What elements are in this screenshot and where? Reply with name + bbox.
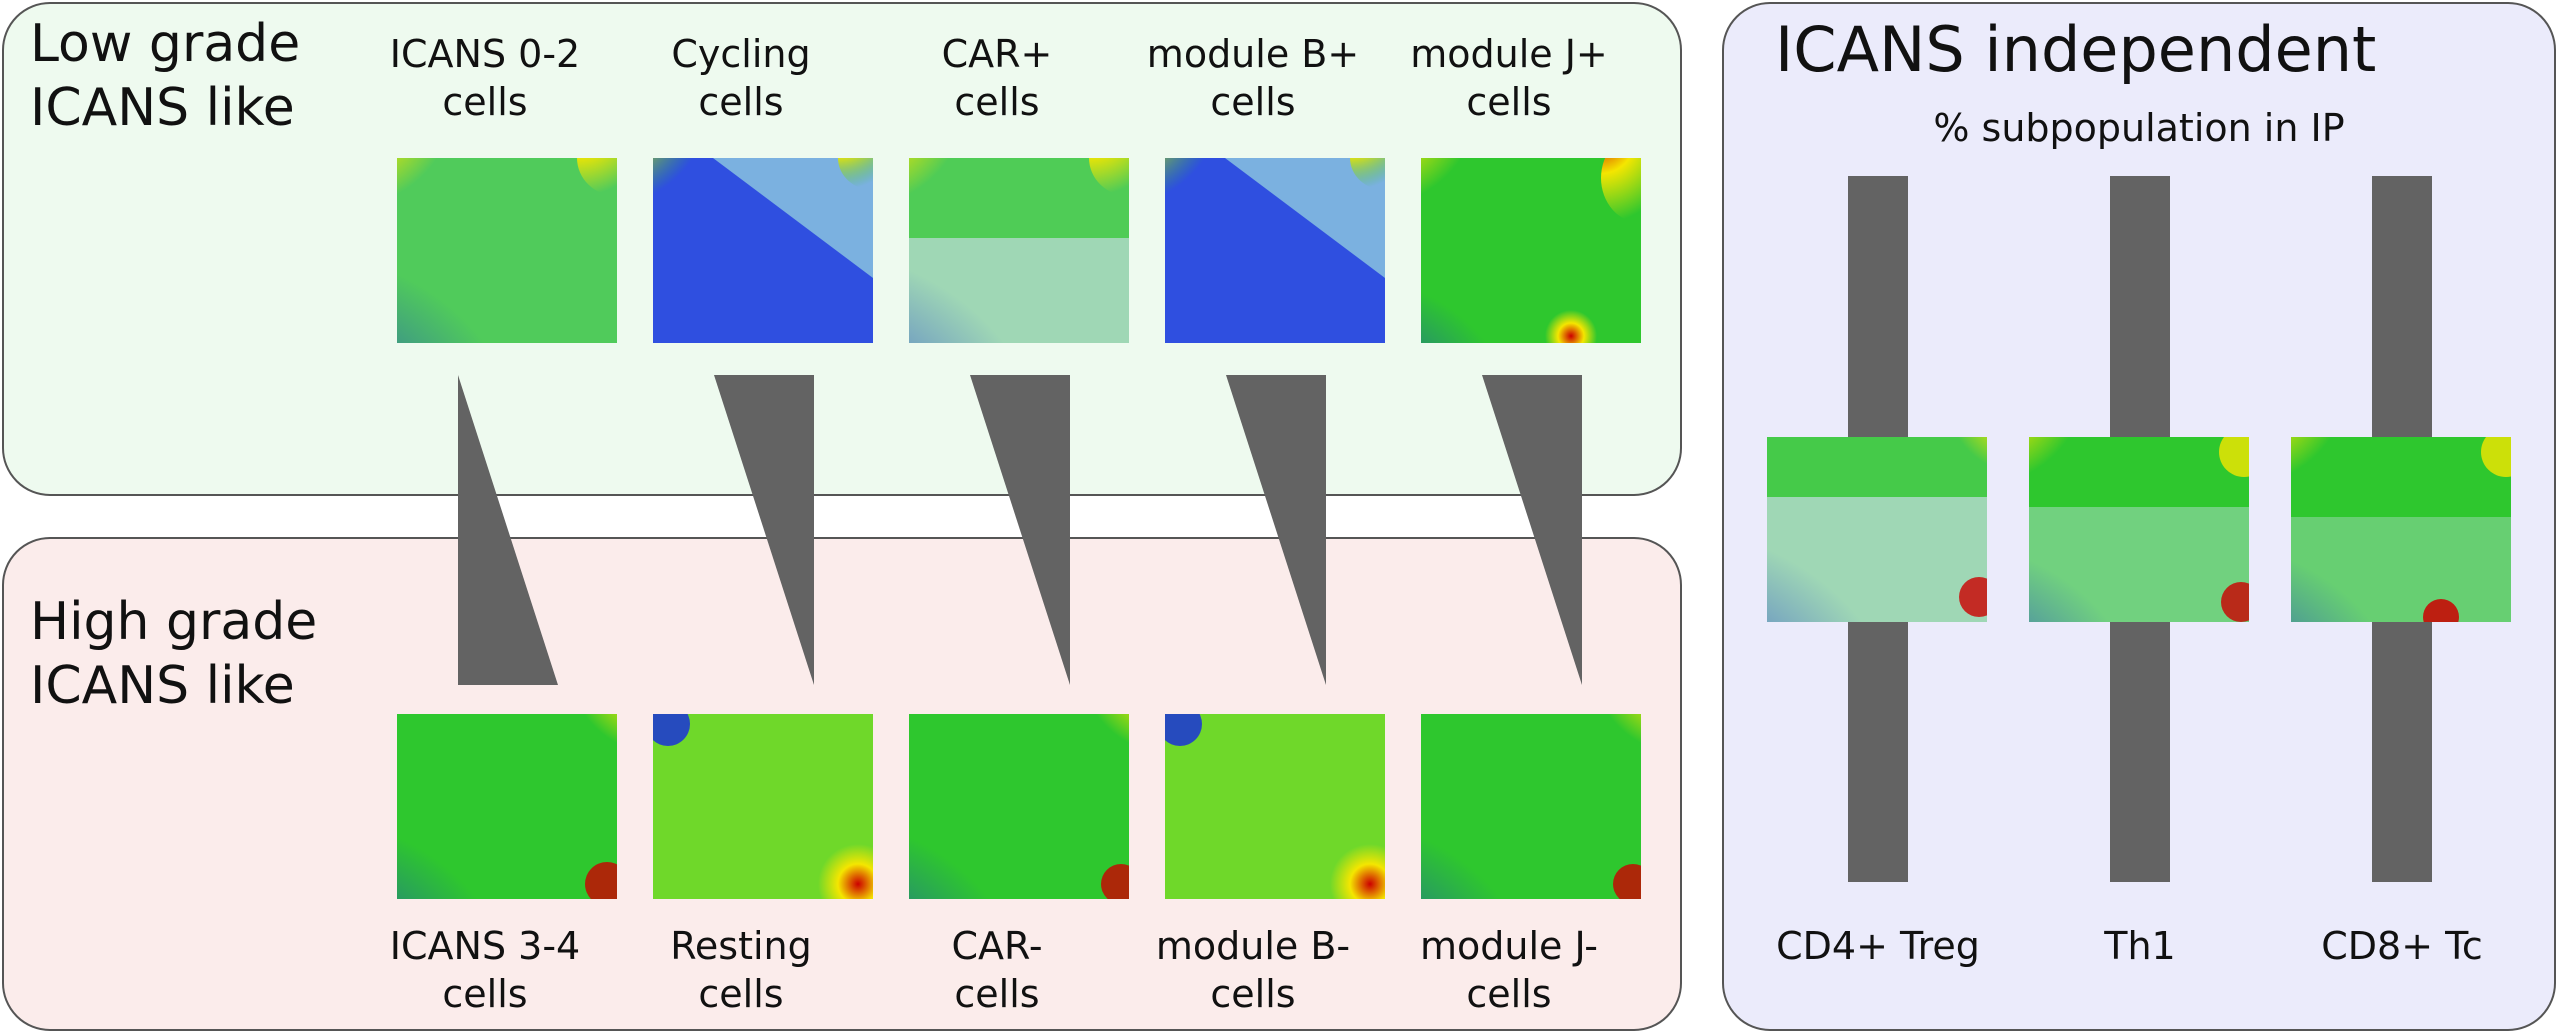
triangle-wedge-5 <box>1482 375 1582 685</box>
heatmap-tile <box>2291 437 2511 622</box>
triangle-wedge-2 <box>714 375 814 685</box>
heatmap-tile <box>1165 158 1385 343</box>
heatmap-tile <box>653 714 873 899</box>
bottom-label-4: module B- cells <box>1155 924 1351 1016</box>
heatmap-tile <box>1165 714 1385 899</box>
heatmap-tile <box>397 158 617 343</box>
heatmap-tile <box>909 714 1129 899</box>
bottom-label-3: CAR- cells <box>951 924 1043 1016</box>
top-label-2: Cycling cells <box>671 32 811 124</box>
heatmap-tile <box>1421 714 1641 899</box>
triangle-wedge-1 <box>458 375 558 685</box>
triangle-wedge-3 <box>970 375 1070 685</box>
heatmap-tile <box>653 158 873 343</box>
heatmap-tile <box>2029 437 2249 622</box>
ind-label-cd8-tc: CD8+ Tc <box>2321 924 2483 968</box>
bottom-label-2: Resting cells <box>670 924 812 1016</box>
low-grade-title: Low grade ICANS like <box>30 14 301 138</box>
ind-label-cd4-treg: CD4+ Treg <box>1776 924 1980 968</box>
top-label-1: ICANS 0-2 cells <box>389 32 581 124</box>
bottom-label-1: ICANS 3-4 cells <box>389 924 581 1016</box>
top-label-3: CAR+ cells <box>941 32 1053 124</box>
top-label-4: module B+ cells <box>1146 32 1360 124</box>
heatmap-tile <box>1767 437 1987 622</box>
top-label-5: module J+ cells <box>1410 32 1608 124</box>
high-grade-title: High grade ICANS like <box>30 592 318 716</box>
triangle-wedge-4 <box>1226 375 1326 685</box>
heatmap-tile <box>1421 158 1641 343</box>
bottom-label-5: module J- cells <box>1419 924 1599 1016</box>
ind-label-th1: Th1 <box>2104 924 2176 968</box>
heatmap-tile <box>909 158 1129 343</box>
icans-independent-title: ICANS independent <box>1775 13 2377 86</box>
heatmap-tile <box>397 714 617 899</box>
subpopulation-subtitle: % subpopulation in IP <box>1933 106 2345 150</box>
